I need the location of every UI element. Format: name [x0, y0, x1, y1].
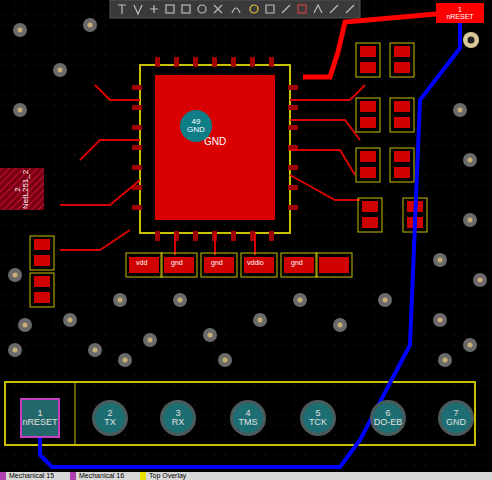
header-pin: 3RX — [160, 400, 196, 436]
smd-pad: 1nRESET — [436, 3, 484, 23]
pad-label: gnd — [211, 259, 223, 266]
net-name: GND — [187, 126, 205, 134]
net-name: TCK — [309, 418, 327, 427]
pad-label: gnd — [291, 259, 303, 266]
net-name: nRESET — [446, 13, 473, 20]
net-name: TMS — [239, 418, 258, 427]
pad-number: 6 — [385, 409, 390, 418]
pad-number: 1 — [458, 6, 462, 13]
net-name: TX — [104, 418, 116, 427]
layer-tab: Top Overlay — [149, 472, 186, 479]
pad-label: gnd — [171, 259, 183, 266]
pad-label: vddio — [247, 259, 264, 266]
smd-pad: 2NetL251_2 — [2, 168, 44, 210]
layer-tab: Mechanical 16 — [79, 472, 124, 479]
pad-number: 2 — [107, 409, 112, 418]
header-pin: 4TMS — [230, 400, 266, 436]
net-name: NetL251_2 — [23, 169, 31, 208]
layer-tab: Mechanical 15 — [9, 472, 54, 479]
pad-number: 4 — [245, 409, 250, 418]
net-name: GND — [155, 137, 275, 148]
header-pin: 2TX — [92, 400, 128, 436]
header-pin: 7GND — [438, 400, 474, 436]
copper-trace — [40, 23, 460, 467]
pad-number: 49 — [192, 118, 201, 126]
pad-number: 1 — [37, 409, 42, 418]
pad-label: vdd — [136, 259, 147, 266]
net-name: GND — [446, 418, 466, 427]
rotated-text: 2NetL251_2 — [15, 169, 32, 208]
pad-number: 5 — [315, 409, 320, 418]
pad-number: 2 — [15, 187, 23, 191]
pad-number: 3 — [175, 409, 180, 418]
pad-number: 7 — [453, 409, 458, 418]
exposed-pad: GND49GND — [155, 75, 275, 220]
pad-number: 49GND — [180, 110, 212, 142]
header-pin: 5TCK — [300, 400, 336, 436]
header-pin: 6DO-EB — [370, 400, 406, 436]
net-name: DO-EB — [374, 418, 403, 427]
net-name: nRESET — [22, 418, 57, 427]
header-pin: 1nRESET — [20, 398, 60, 438]
net-name: RX — [172, 418, 185, 427]
